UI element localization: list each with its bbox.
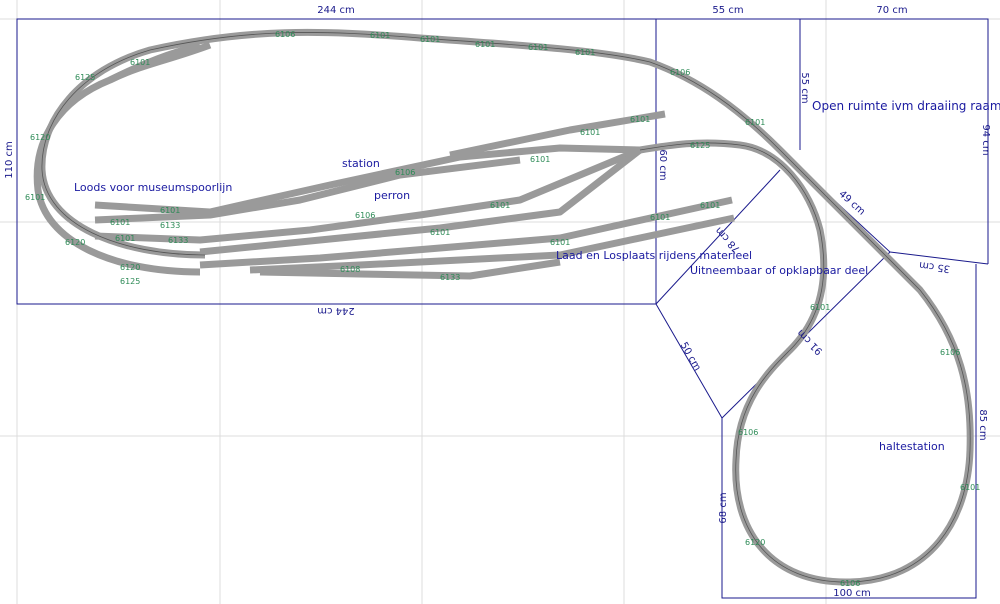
track-code: 6101 <box>490 201 510 210</box>
track-code: 6101 <box>160 206 180 215</box>
track-code: 6101 <box>370 31 390 40</box>
track-code: 6101 <box>110 218 130 227</box>
dim-lower-left: 68 cm <box>718 492 729 523</box>
dim-top-mid: 55 cm <box>712 5 743 16</box>
track-code: 6106 <box>275 30 295 39</box>
track-rails <box>41 32 971 583</box>
dim-top-right: 70 cm <box>876 5 907 16</box>
track-code: 6101 <box>630 115 650 124</box>
dim-right-side: 94 cm <box>980 124 991 155</box>
dim-right-lower: 85 cm <box>977 409 988 440</box>
track-code: 6101 <box>420 35 440 44</box>
track-code: 6101 <box>530 155 550 164</box>
track-code: 6106 <box>355 211 375 220</box>
label-open-space: Open ruimte ivm draaiing raam <box>812 99 1000 113</box>
dim-top-main: 244 cm <box>317 5 355 16</box>
track-code: 6133 <box>168 236 188 245</box>
track-code: 6106 <box>940 348 960 357</box>
track-code: 6101 <box>528 43 548 52</box>
track-code: 6101 <box>550 238 570 247</box>
dim-bottom-main: 244 cm <box>317 305 355 316</box>
track-code: 6101 <box>575 48 595 57</box>
track-code: 6120 <box>30 133 50 142</box>
track-code: 6133 <box>160 221 180 230</box>
track-code: 6108 <box>340 265 360 274</box>
track-code: 6101 <box>650 213 670 222</box>
dimension-labels: 244 cm 55 cm 70 cm 110 cm 244 cm 94 cm 5… <box>4 5 991 599</box>
track-code: 6101 <box>960 483 980 492</box>
track-code: 6106 <box>840 579 860 588</box>
track-code: 6106 <box>395 168 415 177</box>
track-code: 6101 <box>580 128 600 137</box>
track-code: 6101 <box>475 40 495 49</box>
track-codes: 6106 6101 6101 6101 6101 6101 6106 6101 … <box>25 30 980 588</box>
label-platform: perron <box>374 189 410 202</box>
dim-diag-50: 50 cm <box>678 341 703 373</box>
label-station: station <box>342 157 380 170</box>
track-code: 6125 <box>120 277 140 286</box>
track-code: 6101 <box>700 201 720 210</box>
track-code: 6101 <box>745 118 765 127</box>
track-code: 6101 <box>430 228 450 237</box>
track-code: 6120 <box>745 538 765 547</box>
track-code: 6125 <box>690 141 710 150</box>
track-code: 6120 <box>120 263 140 272</box>
track-code: 6106 <box>670 68 690 77</box>
track-code: 6125 <box>75 73 95 82</box>
dim-station-side: 60 cm <box>657 149 668 180</box>
dim-corner-vertical: 55 cm <box>799 72 810 103</box>
track-code: 6120 <box>65 238 85 247</box>
label-removable: Uitneembaar of opklapbaar deel <box>690 264 868 277</box>
track-code: 6101 <box>25 193 45 202</box>
dim-diag-35: 35 cm <box>918 259 950 274</box>
track-code: 6101 <box>115 234 135 243</box>
track-code: 6106 <box>738 428 758 437</box>
dim-left-side: 110 cm <box>4 141 15 179</box>
track-code: 6133 <box>440 273 460 282</box>
label-loading: Laad en Losplaats rijdens materieel <box>556 249 752 262</box>
dim-bottom-lower: 100 cm <box>833 588 871 599</box>
area-labels: Loods voor museumspoorlijn station perro… <box>74 99 1000 453</box>
track-code: 6101 <box>810 303 830 312</box>
track-code: 6101 <box>130 58 150 67</box>
label-shed: Loods voor museumspoorlijn <box>74 181 232 194</box>
label-halt-station: haltestation <box>879 440 945 453</box>
